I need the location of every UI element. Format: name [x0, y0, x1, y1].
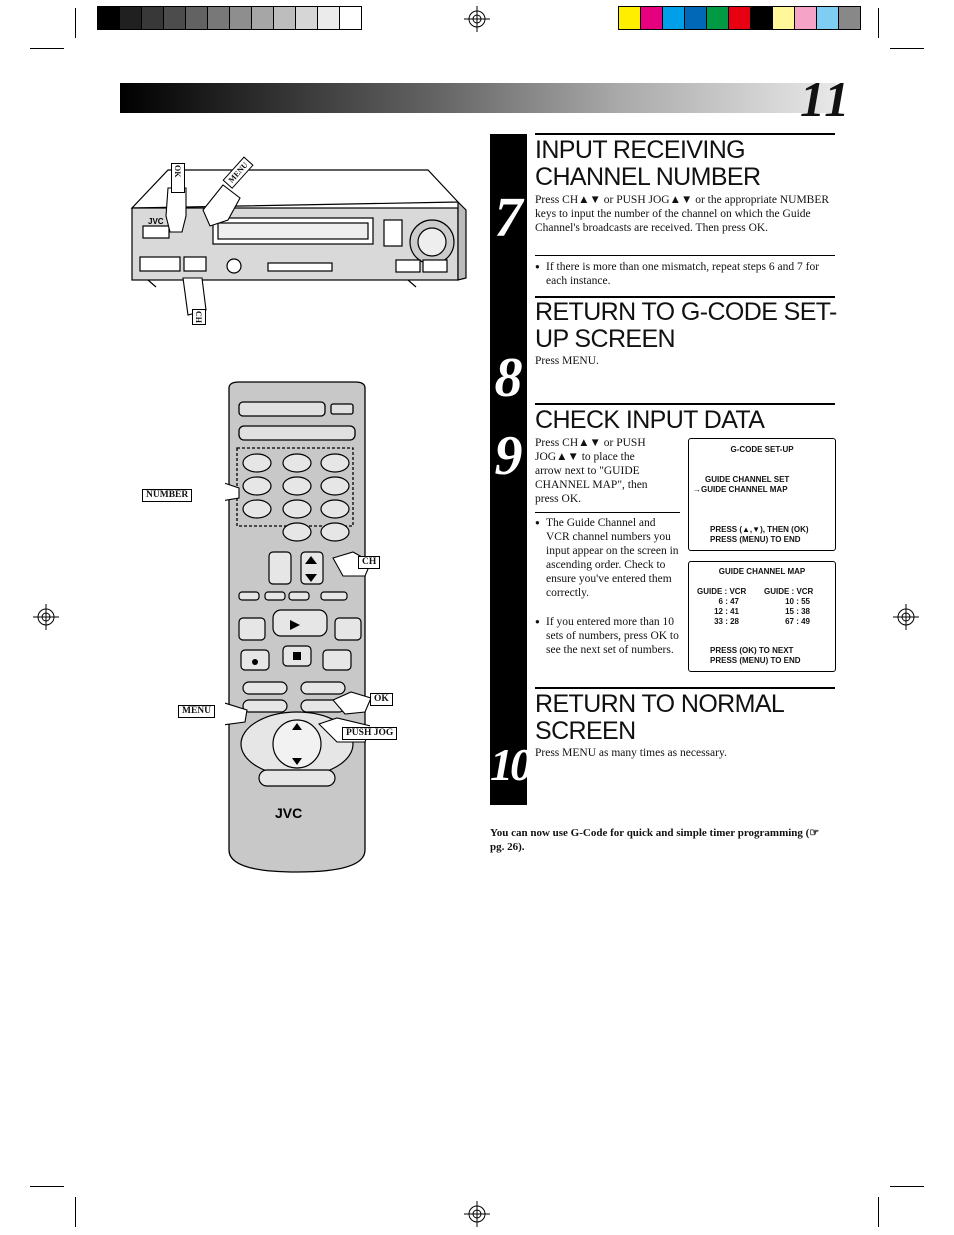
- calibration-swatch: [186, 7, 208, 29]
- calibration-swatch: [817, 7, 839, 29]
- screen2-col1-row2: 12 : 41: [714, 607, 739, 616]
- step-8-number: 8: [494, 347, 523, 409]
- step-7-heading: INPUT RECEIVING CHANNEL NUMBER: [535, 136, 761, 191]
- screen1-line2: →GUIDE CHANNEL MAP: [693, 485, 788, 494]
- step-7-divider: [535, 255, 835, 256]
- step-7-bullet: If there is more than one mismatch, repe…: [535, 260, 836, 288]
- calibration-swatch: [296, 7, 318, 29]
- calibration-swatch: [795, 7, 817, 29]
- calibration-swatch: [619, 7, 641, 29]
- calibration-swatch: [98, 7, 120, 29]
- step-7-body: Press CH▲▼ or PUSH JOG▲▼ or the appropri…: [535, 194, 830, 234]
- screen2-col2-row3: 67 : 49: [785, 617, 810, 626]
- vcr-brand: JVC: [148, 217, 164, 226]
- calibration-swatch: [663, 7, 685, 29]
- calibration-swatch: [164, 7, 186, 29]
- remote-menu-label: MENU: [178, 705, 216, 718]
- remote-push-jog-label: PUSH JOG: [342, 727, 398, 740]
- calibration-swatch: [685, 7, 707, 29]
- vcr-illustration: JVC: [130, 169, 467, 316]
- step-10-number: 10: [490, 739, 533, 790]
- screen2-col2-row2: 15 : 38: [785, 607, 810, 616]
- calibration-swatch: [252, 7, 274, 29]
- step-8-body: Press MENU.: [535, 355, 599, 367]
- calibration-swatch: [641, 7, 663, 29]
- remote-ok-label: OK: [370, 693, 393, 706]
- vcr-ch-label: CH: [192, 309, 206, 325]
- step-10-heading: RETURN TO NORMAL SCREEN: [535, 690, 784, 745]
- step-9-rule: [535, 403, 835, 405]
- calibration-swatch: [208, 7, 230, 29]
- screen2-col1-row3: 33 : 28: [714, 617, 739, 626]
- step-9-bullet-2: If you entered more than 10 sets of numb…: [535, 615, 680, 657]
- screen2-line2: PRESS (MENU) TO END: [710, 656, 801, 665]
- step-9-body: Press CH▲▼ or PUSH JOG▲▼ to place the ar…: [535, 437, 648, 505]
- page-number: 11: [800, 71, 852, 127]
- remote-number-label: NUMBER: [142, 489, 193, 502]
- gray-calibration-bars: [97, 6, 362, 30]
- screen2-col2-row1: 10 : 55: [785, 597, 810, 606]
- screen1-title: G-CODE SET-UP: [730, 445, 794, 454]
- calibration-swatch: [142, 7, 164, 29]
- calibration-swatch: [839, 7, 860, 29]
- screen2-title: GUIDE CHANNEL MAP: [718, 567, 806, 576]
- screen1-line1: GUIDE CHANNEL SET: [705, 475, 790, 484]
- header-gradient-bar: [120, 83, 836, 113]
- calibration-swatch: [120, 7, 142, 29]
- calibration-swatch: [230, 7, 252, 29]
- remote-illustration: JVC: [225, 381, 370, 873]
- screen2-line1: PRESS (OK) TO NEXT: [710, 646, 794, 655]
- step-8-heading: RETURN TO G-CODE SET-UP SCREEN: [535, 298, 837, 353]
- step-9-divider: [535, 512, 680, 513]
- step-9-number: 9: [494, 425, 523, 487]
- vcr-ok-label: OK: [171, 163, 185, 193]
- calibration-swatch: [729, 7, 751, 29]
- screen2-col2-head: GUIDE : VCR: [764, 587, 814, 596]
- step-7-number: 7: [494, 187, 523, 249]
- footer-note: You can now use G-Code for quick and sim…: [490, 827, 820, 853]
- screen2-col1-head: GUIDE : VCR: [697, 587, 747, 596]
- calibration-swatch: [773, 7, 795, 29]
- step-8-rule: [535, 296, 835, 298]
- calibration-swatch: [751, 7, 773, 29]
- remote-brand: JVC: [275, 805, 302, 821]
- step-7-rule: [535, 133, 835, 135]
- calibration-swatch: [274, 7, 296, 29]
- color-calibration-bars: [618, 6, 861, 30]
- remote-ch-label: CH: [358, 556, 381, 569]
- calibration-swatch: [340, 7, 361, 29]
- guide-channel-map-screen: GUIDE CHANNEL MAP GUIDE : VCR 6 : 47 12 …: [688, 561, 836, 672]
- step-9-heading: CHECK INPUT DATA: [535, 406, 765, 434]
- screen1-line3: PRESS (▲,▼), THEN (OK): [710, 525, 809, 534]
- step-10-rule: [535, 687, 835, 689]
- step-number-bar: [490, 134, 527, 805]
- gcode-setup-screen: G-CODE SET-UP GUIDE CHANNEL SET →GUIDE C…: [688, 438, 836, 551]
- calibration-swatch: [318, 7, 340, 29]
- screen2-col1-row1: 6 : 47: [718, 597, 739, 606]
- step-10-body: Press MENU as many times as necessary.: [535, 747, 727, 759]
- step-9-bullet-1: The Guide Channel and VCR channel number…: [535, 516, 680, 600]
- calibration-swatch: [707, 7, 729, 29]
- screen1-line4: PRESS (MENU) TO END: [710, 535, 801, 544]
